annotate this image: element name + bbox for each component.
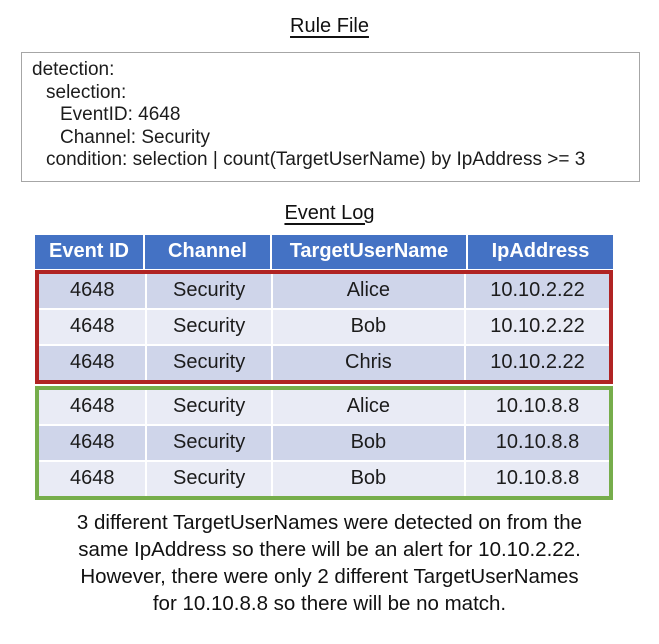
rule-line-selection: selection: bbox=[46, 81, 127, 103]
column-header-channel: Channel bbox=[145, 234, 272, 269]
cell-channel: Security bbox=[147, 309, 273, 344]
cell-ipaddress: 10.10.8.8 bbox=[466, 389, 609, 424]
column-header-event-id: Event ID bbox=[35, 234, 145, 269]
table-row: 4648 Security Bob 10.10.2.22 bbox=[39, 309, 609, 346]
cell-targetusername: Chris bbox=[272, 345, 467, 380]
cell-channel: Security bbox=[147, 461, 273, 496]
no-match-group-outline: 4648 Security Alice 10.10.8.8 4648 Secur… bbox=[35, 385, 613, 500]
table-row: 4648 Security Alice 10.10.8.8 bbox=[39, 389, 609, 426]
rule-line-detection: detection: bbox=[32, 59, 115, 80]
cell-targetusername: Alice bbox=[272, 389, 467, 424]
table-row: 4648 Security Chris 10.10.2.22 bbox=[39, 345, 609, 380]
table-row: 4648 Security Bob 10.10.8.8 bbox=[39, 461, 609, 496]
cell-event-id: 4648 bbox=[39, 273, 148, 308]
cell-targetusername: Bob bbox=[272, 425, 467, 460]
cell-channel: Security bbox=[147, 425, 273, 460]
cell-event-id: 4648 bbox=[39, 345, 148, 380]
explanation-caption: 3 different TargetUserNames were detecte… bbox=[76, 510, 583, 615]
cell-channel: Security bbox=[147, 273, 273, 308]
cell-targetusername: Bob bbox=[272, 309, 467, 344]
cell-ipaddress: 10.10.2.22 bbox=[466, 345, 609, 380]
cell-ipaddress: 10.10.8.8 bbox=[466, 425, 609, 460]
rule-line-condition: condition: selection | count(TargetUserN… bbox=[46, 149, 586, 170]
cell-channel: Security bbox=[147, 345, 273, 380]
alert-group-outline: 4648 Security Alice 10.10.2.22 4648 Secu… bbox=[35, 269, 613, 384]
table-header-row: Event ID Channel TargetUserName IpAddres… bbox=[35, 234, 613, 269]
cell-event-id: 4648 bbox=[39, 425, 148, 460]
cell-targetusername: Alice bbox=[272, 273, 467, 308]
event-log-table: Event ID Channel TargetUserName IpAddres… bbox=[35, 234, 613, 500]
cell-channel: Security bbox=[147, 389, 273, 424]
cell-ipaddress: 10.10.2.22 bbox=[466, 273, 609, 308]
event-log-title: Event Log bbox=[284, 201, 375, 224]
table-row: 4648 Security Alice 10.10.2.22 bbox=[39, 273, 609, 310]
rule-line-channel: Channel: Security bbox=[60, 126, 210, 148]
column-header-ipaddress: IpAddress bbox=[468, 234, 613, 269]
cell-event-id: 4648 bbox=[39, 461, 148, 496]
table-row: 4648 Security Bob 10.10.8.8 bbox=[39, 425, 609, 462]
rule-file-code-box: detection: selection: EventID: 4648 Chan… bbox=[21, 52, 640, 182]
cell-event-id: 4648 bbox=[39, 389, 148, 424]
rule-file-title: Rule File bbox=[290, 15, 369, 37]
cell-targetusername: Bob bbox=[272, 461, 467, 496]
cell-event-id: 4648 bbox=[39, 309, 148, 344]
column-header-targetusername: TargetUserName bbox=[272, 234, 468, 269]
cell-ipaddress: 10.10.2.22 bbox=[466, 309, 609, 344]
cell-ipaddress: 10.10.8.8 bbox=[466, 461, 609, 496]
rule-line-eventid: EventID: 4648 bbox=[60, 104, 181, 125]
